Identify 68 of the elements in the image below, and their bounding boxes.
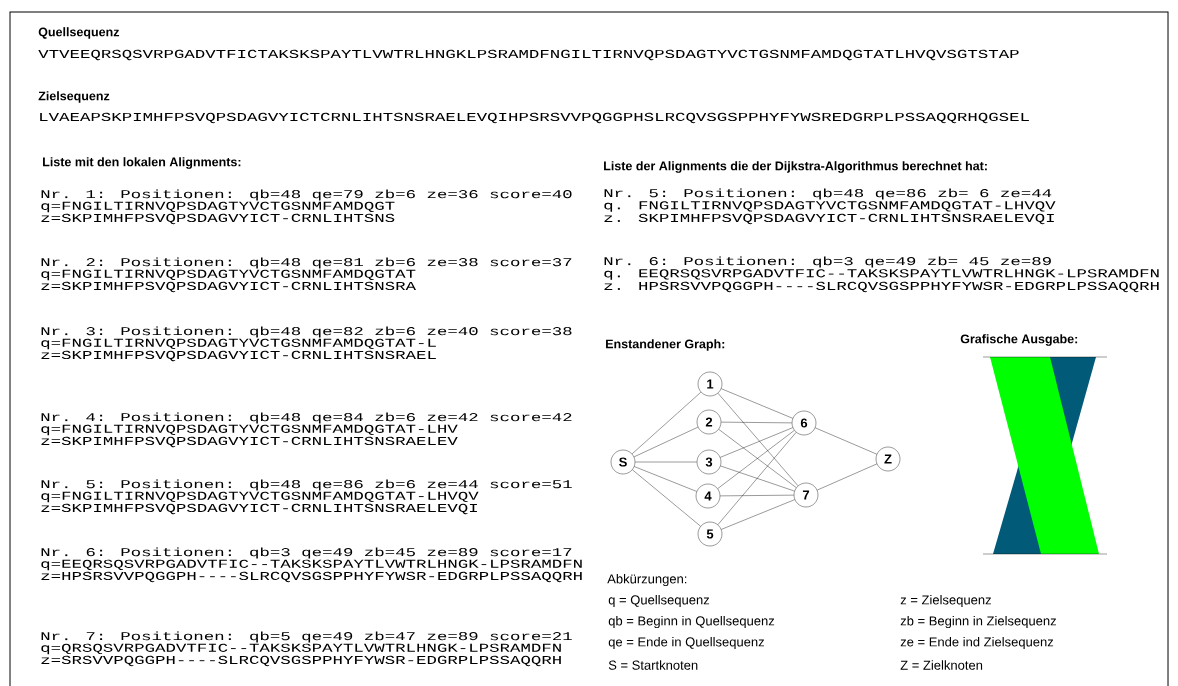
graph-node: 7 [793, 482, 819, 508]
graph-edge [717, 393, 799, 486]
alignment-text: Nr. 6: Positionen: qb=3 qe=49 zb=45 ze=89 score=17 [41, 547, 572, 559]
alignment-text: q=FNGILTIRNVQPSDAGTYVCTGSNMFAMDQGTAT-LHVQV [41, 491, 479, 503]
alignment-text: z=SRSVVPQGGPH----SLRCQVSGSPPHYFYWSR-EDGRPLPSSAQQRH [41, 655, 561, 667]
alignment-text: q=FNGILTIRNVQPSDAGTYVCTGSNMFAMDQGT [41, 201, 395, 213]
abbreviation-text: ze = Ende ind Zielsequenz [900, 636, 1054, 650]
alignment-text: z. SKPIMHFPSVQPSDAGVYICT-CRNLIHTSNSRAELEVQI [604, 213, 1054, 225]
graph-edge [631, 391, 702, 455]
abbreviation-text: S = Startknoten [608, 660, 698, 670]
graph-edge [634, 466, 697, 492]
abbreviation-text: Abkürzungen: [607, 573, 687, 587]
sequence-text: VTVEEQRSQSVRPGADVTFICTAKSKSPAYTLVWTRLHNGKLPSRAMDFNGILTIRNVQPSDAGTYVCTGSNMFAMDQGTATLHVQVSGTSTAP [38, 49, 1019, 61]
graph-edge [635, 461, 697, 463]
abbreviation-text: qe = Ende in Quellsequenz [608, 636, 764, 650]
abbreviation-text: zb = Beginn in Zielsequenz [900, 615, 1056, 629]
graph-node: 4 [695, 483, 721, 509]
graph-edge [721, 421, 792, 424]
abbreviation-text: Z = Zielknoten [900, 660, 983, 670]
graph-node: 1 [697, 371, 723, 397]
alignment-text: q=QRSQSVRPGADVTFIC--TAKSKSPAYTLVWTRLHNGK-LPSRAMDFN [41, 643, 561, 655]
graph-node: 6 [791, 410, 817, 436]
graph-edge [721, 499, 795, 530]
alignment-text: q=EEQRSQSVRPGADVTFIC--TAKSKSPAYTLVWTRLHNGK-LPSRAMDFN [41, 559, 582, 571]
alignment-text: z=SKPIMHFPSVQPSDAGVYICT-CRNLIHTSNSRAELEV [41, 436, 458, 448]
graph-edge [633, 426, 699, 458]
heading: Grafische Ausgabe: [960, 334, 1078, 346]
graph-node: S [610, 449, 636, 475]
sequence-text: LVAEAPSKPIMHFPSVQPSDAGVYICTCRNLIHTSNSRAELEVQIHPSRSVVPQGGPHSLRCQVSGSPPHYFYWSREDGRPLPSSAQQRHQGSEL [40, 112, 1029, 124]
alignment-text: q. FNGILTIRNVQPSDAGTYVCTGSNMFAMDQGTAT-LHVQV [604, 201, 1056, 212]
heading: Zielsequenz [38, 91, 110, 103]
alignment-text: Nr. 5: Positionen: qb=48 qe=86 zb=6 ze=44 score=51 [41, 479, 572, 491]
graph-edge [717, 432, 797, 525]
abbreviation-text: qb = Beginn in Quellsequenz [608, 615, 775, 629]
graph-node: 5 [697, 521, 723, 547]
graph-edge [720, 427, 793, 458]
alignment-text: z=SKPIMHFPSVQPSDAGVYICT-CRNLIHTSNSRAEL [41, 350, 436, 362]
abbreviation-text: z = Zielsequenz [900, 594, 991, 608]
alignment-text: z=SKPIMHFPSVQPSDAGVYICT-CRNLIHTSNSRAELEVQI [41, 503, 477, 515]
alignment-text: q=FNGILTIRNVQPSDAGTYVCTGSNMFAMDQGTAT [41, 269, 416, 281]
alignment-text: Nr. 7: Positionen: qb=5 qe=49 zb=47 ze=89 score=21 [41, 631, 572, 643]
graph-edge [815, 427, 877, 455]
heading: Quellsequenz [38, 27, 120, 39]
alignment-text: q=FNGILTIRNVQPSDAGTYVCTGSNMFAMDQGTAT-LHV [41, 424, 458, 436]
graph-node: Z [875, 446, 901, 472]
alignment-text: z. HPSRSVVPQGGPH----SLRCQVSGSPPHYFYWSR-EDGRPLPSSAQQRH [604, 281, 1159, 293]
graph-edge [721, 388, 793, 419]
graph-edge [720, 465, 795, 492]
alignment-text: q=FNGILTIRNVQPSDAGTYVCTGSNMFAMDQGTAT-L [41, 338, 436, 350]
graph-node: 3 [696, 449, 722, 475]
alignment-text: z=HPSRSVVPQGGPH----SLRCQVSGSPPHYFYWSR-EDGRPLPSSAQQRH [41, 571, 582, 583]
graph-node: 2 [696, 409, 722, 435]
alignment-text: z=SKPIMHFPSVQPSDAGVYICT-CRNLIHTSNSRA [41, 281, 417, 293]
alignment-text: Nr. 2: Positionen: qb=48 qe=81 zb=6 ze=38 score=37 [41, 257, 572, 269]
heading: Enstandener Graph: [606, 339, 725, 351]
alignment-text: Nr. 5: Positionen: qb=48 qe=86 zb= 6 ze=44 [604, 188, 1052, 200]
alignment-text: z=SKPIMHFPSVQPSDAGVYICT-CRNLIHTSNS [41, 213, 395, 225]
abbreviation-text: q = Quellsequenz [608, 594, 710, 608]
heading: Liste der Alignments die der Dijkstra-Algorithmus berechnet hat: [604, 161, 987, 173]
alignment-text: Nr. 6: Positionen: qb=3 qe=49 zb= 45 ze=89 [604, 256, 1051, 268]
alignment-text: Nr. 1: Positionen: qb=48 qe=79 zb=6 ze=36 score=40 [41, 189, 572, 201]
heading: Liste mit den lokalen Alignments: [43, 157, 241, 169]
alignment-text: Nr. 4: Positionen: qb=48 qe=84 zb=6 ze=42 score=42 [41, 412, 572, 424]
alignment-text: q. EEQRSQSVRPGADVTFIC--TAKSKSPAYTLVWTRLHNGK-LPSRAMDFN [604, 269, 1159, 280]
graph-edge [720, 494, 794, 497]
alignment-text: Nr. 3: Positionen: qb=48 qe=82 zb=6 ze=40 score=38 [41, 326, 572, 338]
graph-edge [632, 469, 701, 527]
graph-edge [816, 463, 878, 491]
